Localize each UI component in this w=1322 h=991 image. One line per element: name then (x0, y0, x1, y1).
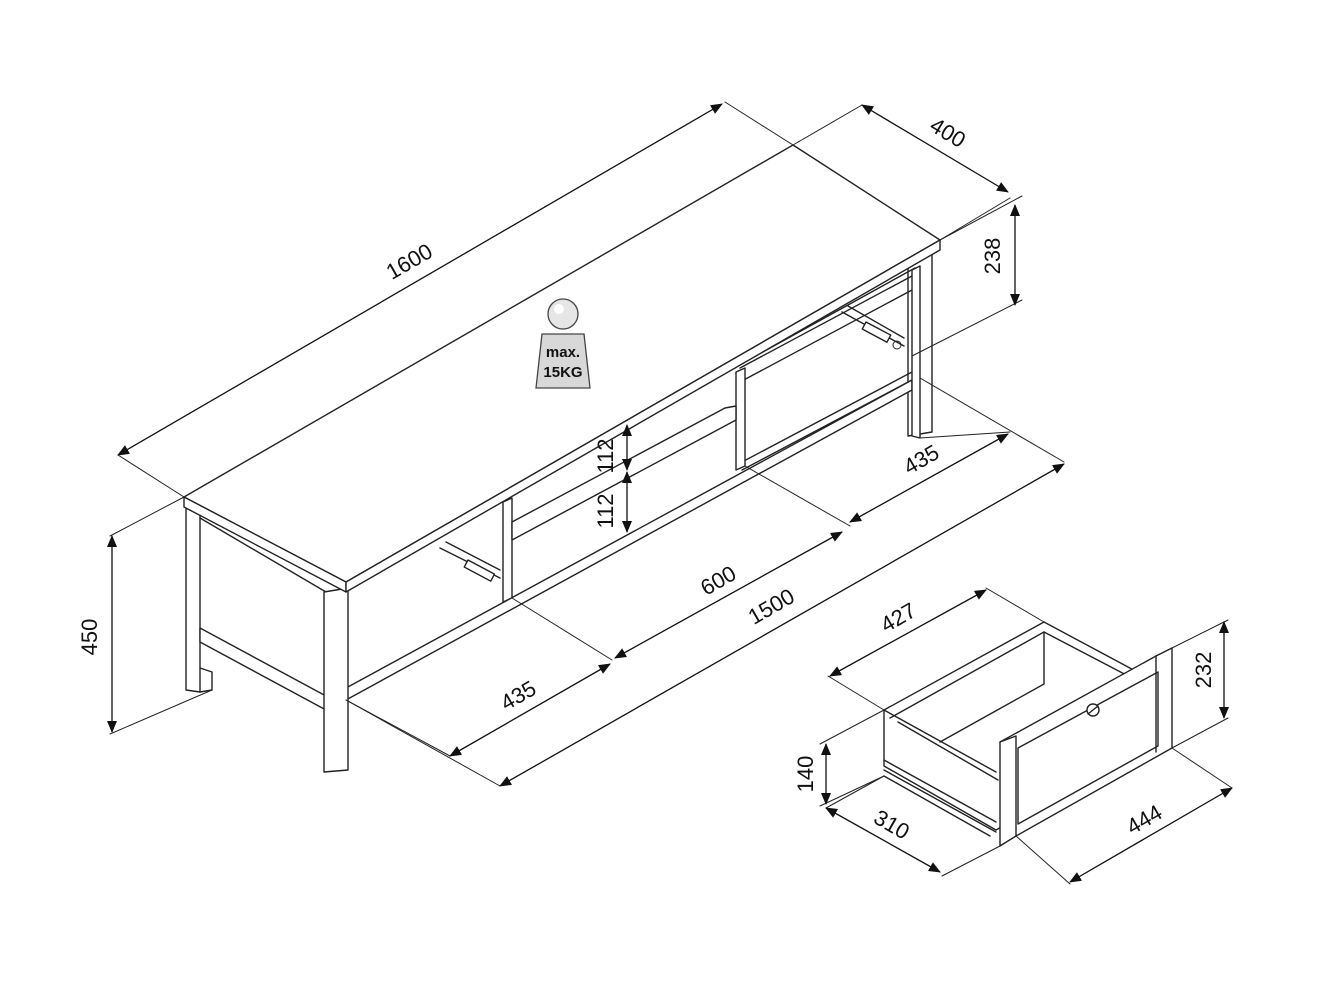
dim-left-span-label: 435 (496, 675, 540, 715)
dim-shelf-upper-label: 112 (593, 438, 618, 473)
weight-badge-line2: 15KG (543, 364, 582, 381)
drawer-front-width-label: 444 (1122, 799, 1166, 839)
dim-shelf-lower-label: 112 (593, 493, 618, 528)
weight-badge-line1: max. (546, 344, 580, 361)
drawer-width-label: 427 (876, 597, 920, 637)
drawer (883, 621, 1173, 847)
drawer-depth-label: 310 (870, 804, 914, 844)
dim-center-span-label: 600 (696, 560, 740, 600)
tv-stand (183, 144, 941, 773)
dim-upper-height-label: 238 (980, 238, 1005, 275)
dim-inner-span-label: 1500 (744, 583, 799, 629)
dim-total-height-label: 450 (77, 619, 102, 656)
drawer-front-height-label: 140 (793, 756, 818, 793)
drawer-height-label: 232 (1191, 652, 1216, 689)
dim-length-label: 1600 (382, 238, 437, 284)
